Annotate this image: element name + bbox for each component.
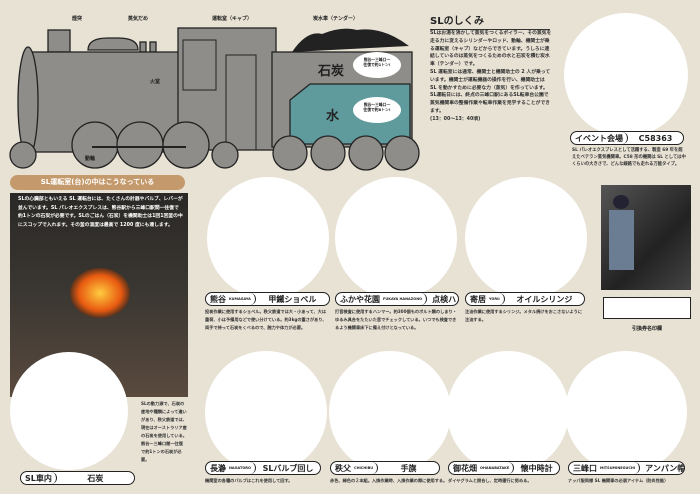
stamp-box[interactable] xyxy=(603,297,691,319)
item-name: 懐中時計 xyxy=(520,463,553,473)
coal-item-text: SLの動力源で、石炭の産地や種類によって違いがあり、秩父鉄道では、現在はオースト… xyxy=(141,401,187,462)
item-station-roman: NAGATORO xyxy=(229,466,251,470)
staff-cap xyxy=(613,195,629,209)
part-label-firebox: 火室 xyxy=(150,79,161,85)
item-name: アンパン帽子 xyxy=(645,463,685,473)
mechanism-paragraph: SLはお湯を沸かして蒸気をつくるボイラー、その蒸気を走る力に変えるシリンダーやロ… xyxy=(430,31,552,68)
item-name: オイルシリンジ xyxy=(516,294,573,304)
item-description: 赤色、緑色の２本組。入換作業時、入換作業の際に使用する。 xyxy=(330,478,448,483)
item-description: 機関室の各種のバルブはこれを使用して回す。 xyxy=(205,478,293,483)
water-label: 水 xyxy=(326,109,340,124)
mechanism-time: (13：00〜13：40頃) xyxy=(430,116,481,122)
mechanism-paragraph: SL 運転室には通常、機関士と機関助士の 2 人が乗っています。機関士が運転機器… xyxy=(430,69,551,91)
item-station-roman: KUMAGAYA xyxy=(229,297,251,301)
item-description: ナッパ服同様 SL 機関車の必須アイテム（防炎性能） xyxy=(568,478,669,483)
photo-circle-item xyxy=(335,177,457,299)
item-station-name: 熊谷 xyxy=(210,294,226,304)
item-station-name: ふかや花園 xyxy=(340,294,380,304)
event-name: C58363 xyxy=(638,133,673,143)
item-description: 打音検査に使用するハンマー。約300個ものボルト類のしまり・ゆるみ具合をたたいた… xyxy=(335,309,457,330)
event-label-text: イベント会場 xyxy=(571,132,628,144)
item-station-name: 寄居 xyxy=(470,294,486,304)
item-description: 注油作業に使用するシリンジ。メタル焼けをおこさないように注油する。 xyxy=(465,309,583,322)
photo-circle-coal xyxy=(10,352,128,470)
item-description: 投炭作業に使用するショベル。秩父鉄道では大・小あって、大は重荷、小は予備用などで… xyxy=(205,309,327,330)
staff-photo xyxy=(601,185,691,290)
mechanism-paragraph: SL運転日には、終点の三峰口駅にあるSL転車台公園で蒸気機関車の整備作業や転車作… xyxy=(430,93,550,114)
item-station-roman: FUKAYA HANAZONO xyxy=(383,297,423,301)
coal-note: 熊谷〜三峰口一往復で約1トン! xyxy=(363,57,391,67)
firebox-fire xyxy=(70,268,130,318)
part-label-driving-wheel: 動輪 xyxy=(85,156,96,162)
item-name: 手旗 xyxy=(400,463,417,473)
item-station-roman: CHICHIBU xyxy=(354,466,374,470)
locomotive-diagram xyxy=(9,27,420,171)
part-label-dome: 蒸気だめ xyxy=(128,16,149,22)
part-label-tender: 炭水車（テンダー） xyxy=(313,16,359,22)
cab-title: SL運転室(台)の中はこうなっている xyxy=(10,175,185,190)
part-label-cab: 運転室（キャブ） xyxy=(212,16,253,22)
photo-circle-item xyxy=(447,351,569,473)
item-name: SLバルブ回し xyxy=(262,463,314,473)
photo-circle-item xyxy=(205,351,327,473)
event-description: SL パレオエクスプレスとして活躍する、製造 69 年を超えたベテラン蒸気機関車… xyxy=(572,148,686,167)
event-label: イベント会場 C58363 xyxy=(570,131,684,145)
coal-item-station: SL車内 xyxy=(21,472,57,484)
item-station-roman: OHANABATAKE xyxy=(480,466,510,470)
photo-circle-item xyxy=(207,177,329,299)
coal-item-name: 石炭 xyxy=(87,473,104,483)
item-station-roman: YORII xyxy=(489,297,500,301)
water-note: 熊谷〜三峰口一往復で約8トン! xyxy=(363,102,391,112)
item-name: 点検ハンマー xyxy=(432,294,458,304)
stamp-caption: 引換券名印欄 xyxy=(631,326,662,332)
cab-text: SLの心臓部ともいえる SL 運転台には、たくさんの計器やバルブ、レバーが並んで… xyxy=(18,197,183,228)
photo-circle-item xyxy=(329,351,451,473)
part-label-chimney: 煙突 xyxy=(72,16,83,22)
item-station-name: 長瀞 xyxy=(210,463,226,473)
item-station-name: 秩父 xyxy=(335,463,351,473)
photo-circle-event xyxy=(564,13,688,137)
mechanism-title: SLのしくみ xyxy=(430,12,550,30)
item-station-roman: MITSUMINEGUCHI xyxy=(600,466,636,470)
coal-pile-icon xyxy=(292,28,409,52)
item-name: 甲鐵ショベル xyxy=(268,294,317,304)
coal-label: 石炭 xyxy=(318,64,345,79)
coal-item-label: SL車内 石炭 xyxy=(20,471,135,485)
photo-circle-item xyxy=(565,351,687,473)
mechanism-text: SLはお湯を沸かして蒸気をつくるボイラー、その蒸気を走る力に変えるシリンダーやロ… xyxy=(430,30,552,124)
item-description: ダイヤグラムと照合し、定時運行に努める。 xyxy=(448,478,532,483)
item-station-name: 御花畑 xyxy=(453,463,477,473)
item-station-name: 三峰口 xyxy=(573,463,597,473)
staff-body xyxy=(609,210,634,270)
photo-circle-item xyxy=(465,177,587,299)
